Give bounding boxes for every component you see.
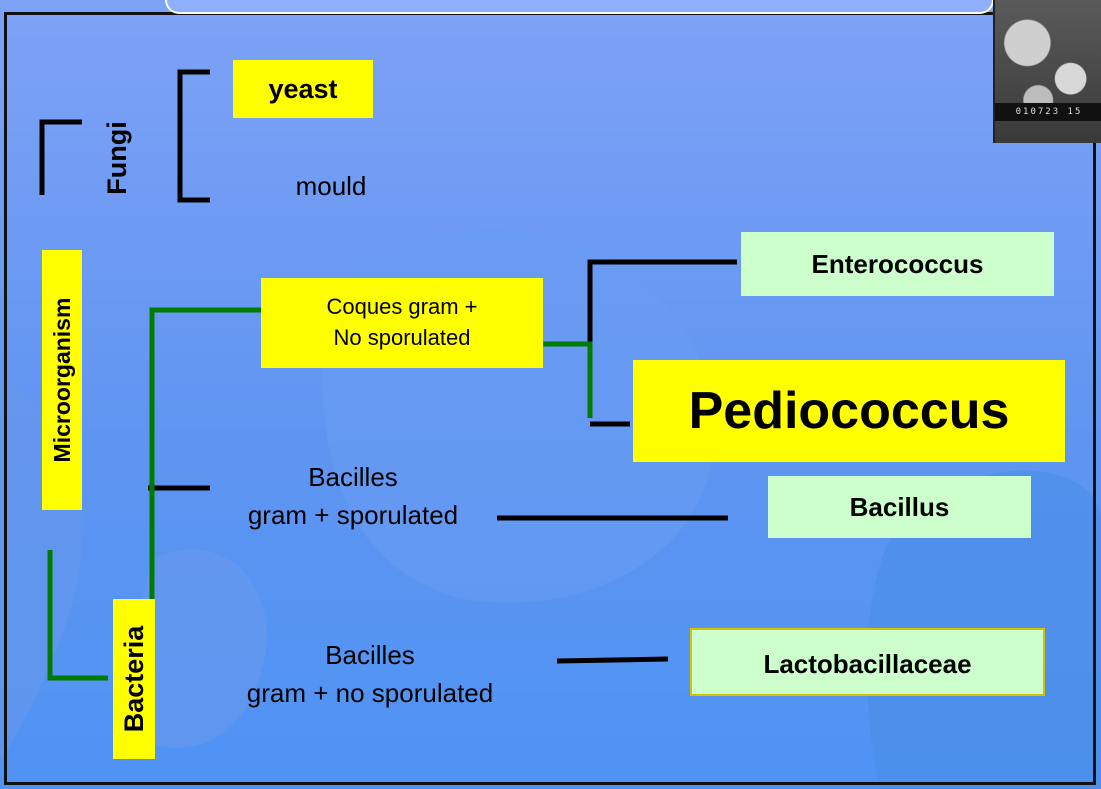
coques-green-link	[543, 344, 590, 418]
node-microorganism: Microorganism	[42, 250, 82, 510]
node-bacilles-sporulated: Bacilles gram + sporulated	[193, 458, 513, 538]
node-coques: Coques gram + No sporulated	[261, 278, 543, 368]
fungi-right-bracket	[180, 72, 210, 200]
node-bacillus: Bacillus	[768, 476, 1031, 538]
node-bacteria: Bacteria	[113, 599, 155, 759]
coques-top-branch	[590, 262, 737, 342]
bacteria-link	[50, 550, 108, 678]
lactobacillaceae-connector	[557, 659, 668, 661]
node-pediococcus: Pediococcus	[633, 360, 1065, 462]
node-fungi: Fungi	[97, 113, 137, 203]
node-lactobacillaceae: Lactobacillaceae	[690, 628, 1045, 696]
node-bacilles-no-sporulated: Bacilles gram + no sporulated	[170, 636, 570, 716]
node-enterococcus: Enterococcus	[741, 232, 1054, 296]
node-yeast: yeast	[233, 60, 373, 118]
node-mould: mould	[276, 168, 386, 204]
fungi-left-bracket	[42, 122, 82, 195]
